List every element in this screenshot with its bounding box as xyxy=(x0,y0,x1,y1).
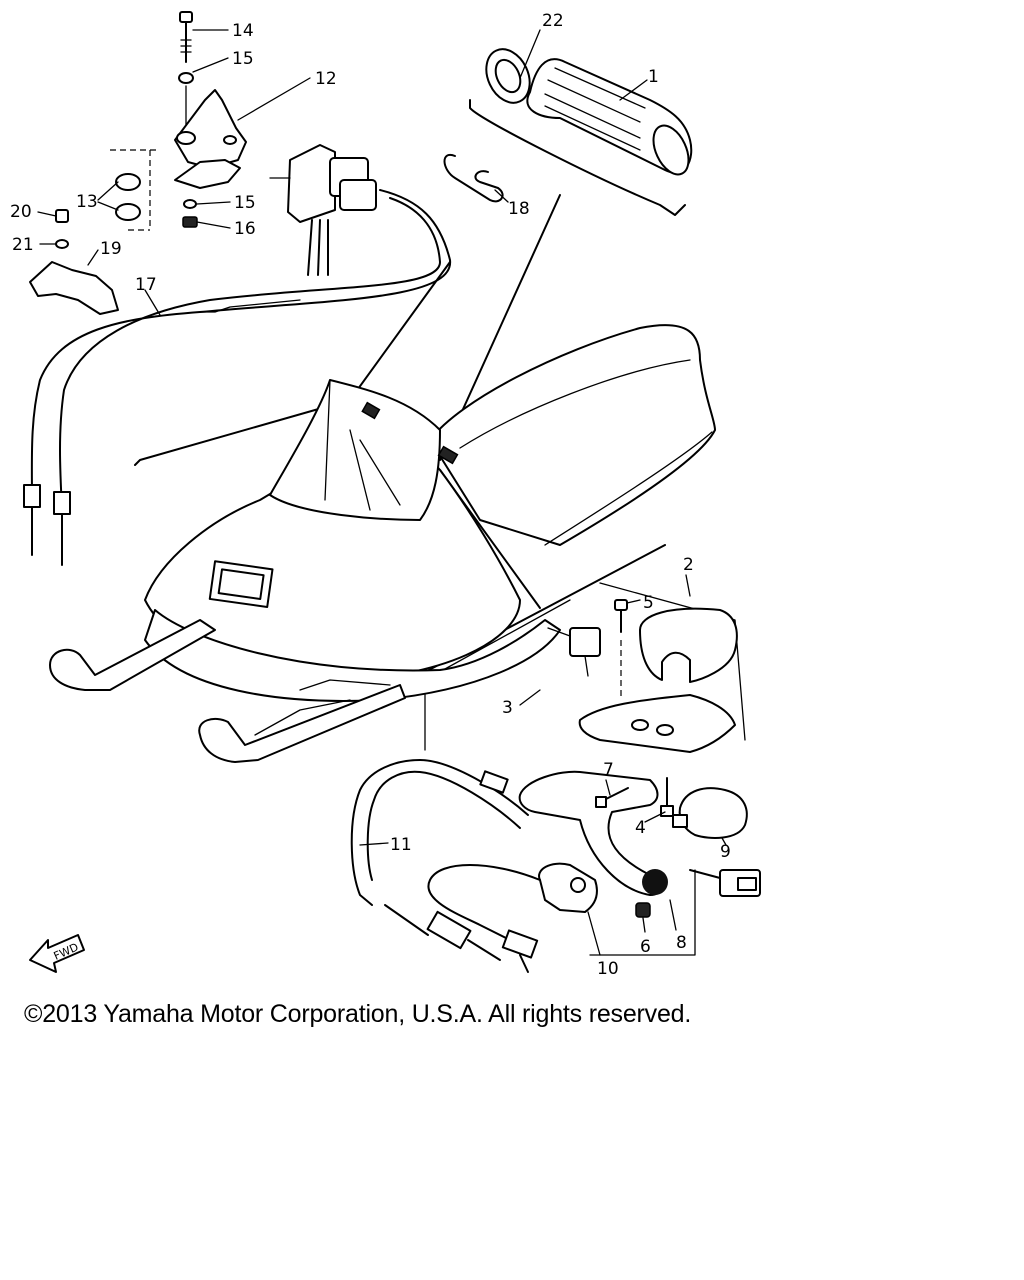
part-label-10: 10 xyxy=(597,959,619,979)
part-label-6: 6 xyxy=(640,937,651,957)
brake-assembly xyxy=(518,599,761,897)
fwd-arrow: FWD xyxy=(29,934,85,973)
part-label-13: 13 xyxy=(76,192,98,212)
part-label-15-lower: 15 xyxy=(234,193,256,213)
parts-exploded-diagram: FWD 14 15 12 13 15 16 20 21 xyxy=(10,11,761,979)
part-label-1: 1 xyxy=(648,67,659,87)
part-label-17: 17 xyxy=(135,275,157,295)
part-label-16: 16 xyxy=(234,219,256,239)
part-label-9: 9 xyxy=(720,842,731,862)
handlebar-grip xyxy=(469,48,693,216)
part-labels: 14 15 12 13 15 16 20 21 19 17 22 1 18 2 … xyxy=(10,11,731,979)
brake-cable-and-switch xyxy=(350,759,651,973)
part-label-8: 8 xyxy=(676,933,687,953)
part-label-7: 7 xyxy=(603,760,614,780)
part-label-11: 11 xyxy=(390,835,412,855)
snowmobile-body xyxy=(49,324,716,763)
part-label-18: 18 xyxy=(508,199,530,219)
part-label-19: 19 xyxy=(100,239,122,259)
part-label-22: 22 xyxy=(542,11,564,31)
part-label-15-top: 15 xyxy=(232,49,254,69)
throttle-cable xyxy=(23,189,452,566)
part-label-20: 20 xyxy=(10,202,32,222)
callout-leaders xyxy=(37,29,727,956)
copyright-notice: ©2013 Yamaha Motor Corporation, U.S.A. A… xyxy=(24,1000,692,1028)
part-label-5: 5 xyxy=(643,593,654,613)
part-label-21: 21 xyxy=(12,235,34,255)
part-label-4: 4 xyxy=(635,818,646,838)
part-label-12: 12 xyxy=(315,69,337,89)
throttle-housing-bracket-group xyxy=(29,11,377,315)
cable-clip xyxy=(443,153,504,203)
part-label-2: 2 xyxy=(683,555,694,575)
part-label-3: 3 xyxy=(502,698,513,718)
part-label-14: 14 xyxy=(232,21,254,41)
